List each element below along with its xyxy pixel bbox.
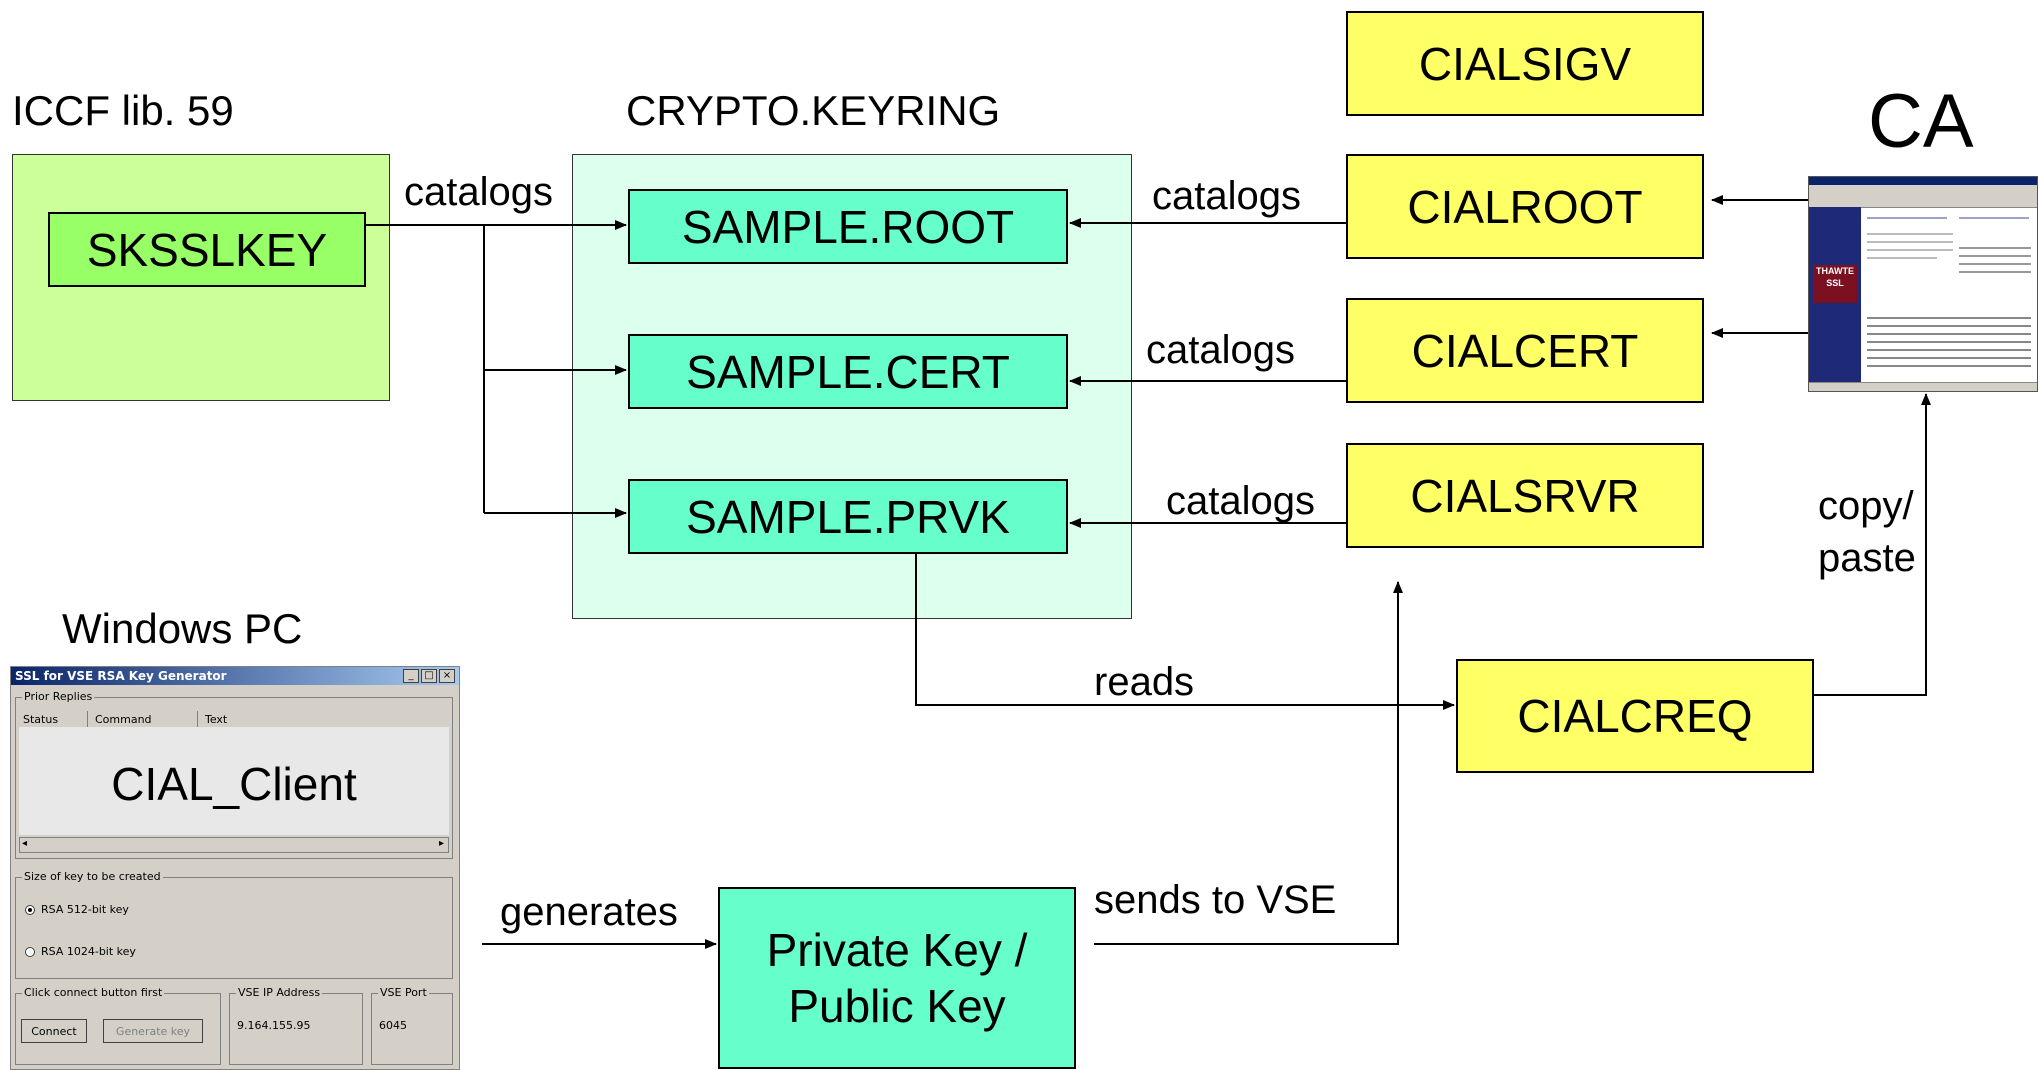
cialcreq-label: CIALCREQ [1517, 690, 1753, 742]
thawte-logo: THAWTE SSL [1813, 265, 1857, 303]
browser-text-line [1867, 317, 2031, 319]
radio-1024-label: RSA 1024-bit key [41, 945, 136, 958]
cialroot-label: CIALROOT [1407, 180, 1643, 233]
close-icon[interactable]: × [439, 669, 455, 683]
prior-replies-label: Prior Replies [22, 690, 95, 703]
keypair-box: Private Key / Public Key [718, 887, 1076, 1069]
browser-text-line [1867, 365, 2031, 367]
cialsigv-box: CIALSIGV [1346, 11, 1704, 116]
cialcert-box: CIALCERT [1346, 298, 1704, 403]
cialcreq-box: CIALCREQ [1456, 659, 1814, 773]
browser-text-line [1867, 217, 1947, 219]
window-controls: _ □ × [403, 669, 455, 683]
sksslkey-label: SKSSLKEY [86, 223, 328, 276]
scroll-left-icon[interactable]: ◂ [22, 838, 28, 849]
browser-text-line [1959, 247, 2031, 249]
column-status[interactable]: Status [23, 713, 59, 726]
edge-label-copy: copy/ [1818, 484, 1914, 528]
thawte-logo-text: THAWTE [1816, 266, 1854, 276]
browser-text-line [1867, 349, 2031, 351]
edge-label-paste: paste [1818, 536, 1916, 580]
edge-label-catalogs-root: catalogs [1152, 174, 1301, 218]
sample-cert-box: SAMPLE.CERT [628, 334, 1068, 409]
browser-text-line [1959, 255, 2031, 257]
edge-label-catalogs-prvk: catalogs [1166, 479, 1315, 523]
iccf-library-title: ICCF lib. 59 [12, 87, 234, 134]
ca-title: CA [1868, 79, 1974, 164]
connect-group: Click connect button first [15, 986, 221, 1065]
browser-toolbar [1809, 185, 2037, 208]
cialsrvr-label: CIALSRVR [1410, 469, 1640, 522]
browser-text-line [1867, 333, 2031, 335]
vse-ip-label: VSE IP Address [236, 986, 323, 999]
cialsrvr-box: CIALSRVR [1346, 443, 1704, 548]
windows-pc-title: Windows PC [62, 605, 303, 652]
edge-label-reads: reads [1094, 660, 1195, 704]
browser-text-line [1867, 241, 1953, 243]
vse-port-label: VSE Port [378, 986, 429, 999]
sample-cert-label: SAMPLE.CERT [686, 345, 1010, 398]
vse-port-value[interactable]: 6045 [379, 1019, 407, 1032]
browser-text-line [1959, 263, 2031, 265]
prior-replies-group: Prior Replies [15, 690, 453, 859]
maximize-icon[interactable]: □ [421, 669, 437, 683]
browser-text-line [1959, 271, 2031, 273]
generate-key-button[interactable]: Generate key [103, 1019, 203, 1043]
rsa-key-generator-window: SSL for VSE RSA Key Generator _ □ × Prio… [10, 666, 460, 1070]
radio-512-label: RSA 512-bit key [41, 903, 129, 916]
sample-root-box: SAMPLE.ROOT [628, 189, 1068, 264]
key-size-group: Size of key to be created [15, 870, 453, 979]
edge-label-catalogs-left: catalogs [404, 170, 553, 214]
browser-text-line [1867, 233, 1953, 235]
browser-text-line [1867, 249, 1953, 251]
scroll-right-icon[interactable]: ▸ [438, 838, 444, 849]
thawte-logo-sub: SSL [1826, 278, 1844, 288]
keyring-title: CRYPTO.KEYRING [626, 87, 1001, 134]
ca-browser-screenshot: THAWTE SSL [1808, 176, 2038, 392]
sample-prvk-box: SAMPLE.PRVK [628, 479, 1068, 554]
keypair-label-line2: Public Key [788, 980, 1006, 1032]
cialsigv-label: CIALSIGV [1418, 37, 1632, 90]
radio-512[interactable] [25, 905, 35, 915]
window-title: SSL for VSE RSA Key Generator [15, 669, 227, 683]
vse-ip-group: VSE IP Address [229, 986, 363, 1065]
minimize-icon[interactable]: _ [403, 669, 419, 683]
browser-text-line [1867, 325, 2031, 327]
edge-label-catalogs-cert: catalogs [1146, 328, 1295, 372]
window-titlebar: SSL for VSE RSA Key Generator [11, 667, 459, 685]
browser-text-line [1867, 341, 2031, 343]
radio-1024[interactable] [25, 947, 35, 957]
browser-text-line [1867, 357, 2031, 359]
cialroot-box: CIALROOT [1346, 154, 1704, 259]
replies-header: Status Command Text [19, 711, 449, 728]
browser-statusbar [1809, 382, 2037, 391]
browser-titlebar [1809, 177, 2037, 185]
connect-group-label: Click connect button first [22, 986, 165, 999]
horizontal-scrollbar[interactable]: ◂ ▸ [19, 837, 449, 853]
column-text[interactable]: Text [205, 713, 228, 726]
sksslkey-box: SKSSLKEY [48, 212, 366, 287]
column-command[interactable]: Command [95, 713, 152, 726]
client-name: CIAL_Client [111, 758, 357, 810]
connect-button[interactable]: Connect [21, 1019, 87, 1043]
edge-label-generates: generates [500, 890, 678, 934]
browser-text-line [1959, 217, 2029, 219]
edge-label-sends-to-vse: sends to VSE [1094, 878, 1337, 922]
browser-text-line [1867, 257, 1937, 259]
sample-prvk-label: SAMPLE.PRVK [686, 490, 1010, 543]
vse-ip-value[interactable]: 9.164.155.95 [237, 1019, 311, 1032]
keypair-label-line1: Private Key / [766, 924, 1028, 976]
vse-port-group: VSE Port [371, 986, 453, 1065]
replies-list[interactable]: CIAL_Client [19, 727, 449, 835]
key-size-label: Size of key to be created [22, 870, 163, 883]
sample-root-label: SAMPLE.ROOT [681, 200, 1015, 253]
cialcert-label: CIALCERT [1411, 324, 1639, 377]
